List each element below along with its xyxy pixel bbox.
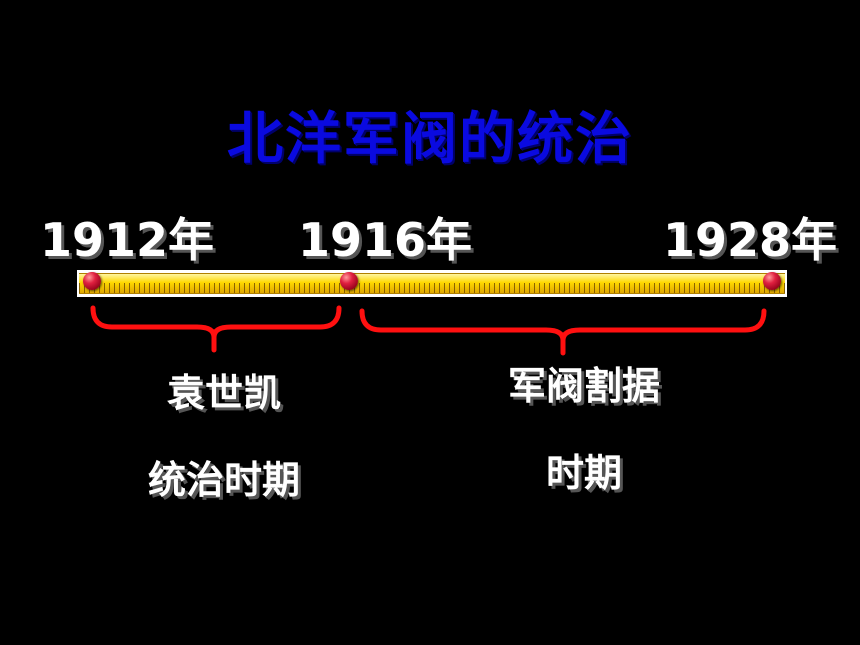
ruler-scale <box>79 273 785 294</box>
timeline-marker-1916 <box>340 272 358 290</box>
period-label-yuan-line2: 统治时期 <box>147 458 300 502</box>
brace-left <box>90 305 342 353</box>
period-label-yuan-line1: 袁世凯 <box>166 371 281 415</box>
year-label-1928: 1928年 <box>663 213 838 267</box>
period-label-warlord-line1: 军阀割据 <box>507 364 660 408</box>
timeline-marker-1928 <box>763 272 781 290</box>
year-label-1912: 1912年 <box>40 213 215 267</box>
timeline-marker-1912 <box>83 272 101 290</box>
brace-right <box>359 308 767 356</box>
period-label-warlord-line2: 时期 <box>545 451 622 495</box>
timeline-ruler <box>77 270 787 297</box>
slide-title: 北洋军阀的统治 <box>227 107 633 172</box>
year-label-1916: 1916年 <box>298 213 473 267</box>
